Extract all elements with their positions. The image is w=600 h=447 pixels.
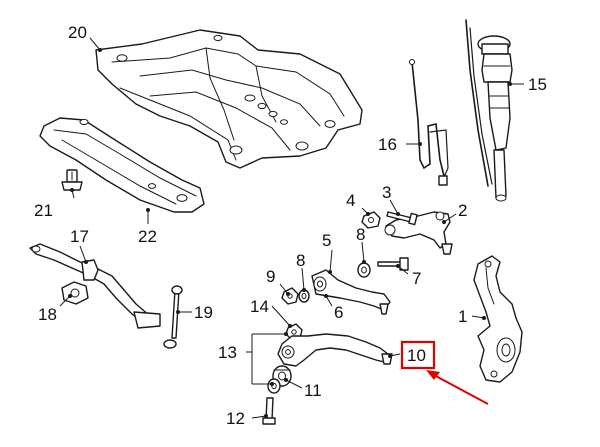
- part-15-air-strut: [465, 19, 513, 202]
- callout-labels: 20 21 22 16 15 4 3 2 8 5 7 9 8 6 14 19 1…: [34, 23, 547, 428]
- callout-4: 4: [346, 191, 355, 210]
- callout-12: 12: [226, 409, 245, 428]
- part-9-nut: [281, 287, 299, 305]
- part-16-sensor-wire: [409, 59, 449, 186]
- callout-13: 13: [218, 343, 237, 362]
- highlight-box: [400, 340, 436, 370]
- part-7-bolt: [377, 257, 409, 271]
- part-1-steering-knuckle: [473, 255, 523, 383]
- callout-19: 19: [194, 303, 213, 322]
- callout-21: 21: [34, 201, 53, 220]
- callout-8-lower: 8: [296, 251, 305, 270]
- callout-20: 20: [68, 23, 87, 42]
- callout-14: 14: [250, 297, 269, 316]
- part-21-bolt: [61, 169, 83, 191]
- callout-3: 3: [382, 183, 391, 202]
- callout-18: 18: [38, 305, 57, 324]
- callout-11: 11: [304, 381, 322, 400]
- highlight-arrowhead: [426, 370, 440, 380]
- callout-9: 9: [266, 267, 275, 286]
- part-6-tension-arm: [311, 269, 391, 315]
- leader-lines: [59, 37, 524, 419]
- highlight-arrow: [431, 373, 489, 405]
- part-18-stabilizer-bushing: [61, 259, 99, 305]
- callout-10: 10: [407, 346, 426, 365]
- callout-22: 22: [138, 227, 157, 246]
- part-8-washer-lower: [298, 289, 310, 303]
- callout-5: 5: [322, 231, 331, 250]
- part-10-lower-control-arm: [277, 333, 393, 367]
- callout-15: 15: [528, 75, 547, 94]
- part-13-bushing: [267, 378, 281, 394]
- callout-7: 7: [412, 269, 421, 288]
- part-8-washer-upper: [357, 262, 371, 278]
- callout-8-upper: 8: [356, 225, 365, 244]
- part-19-stabilizer-link: [133, 285, 183, 349]
- part-12-bolt: [262, 397, 276, 425]
- callout-6: 6: [334, 303, 343, 322]
- callout-16: 16: [378, 135, 397, 154]
- callout-17: 17: [70, 227, 89, 246]
- part-2-upper-control-arm: [384, 211, 453, 255]
- part-4-nut: [361, 211, 381, 229]
- callout-2: 2: [458, 201, 467, 220]
- highlight-part-10: [400, 340, 489, 405]
- callout-1: 1: [458, 307, 467, 326]
- part-22-cross-brace: [39, 117, 205, 213]
- part-3-bolt: [386, 211, 418, 226]
- part-20-subframe: [95, 29, 363, 169]
